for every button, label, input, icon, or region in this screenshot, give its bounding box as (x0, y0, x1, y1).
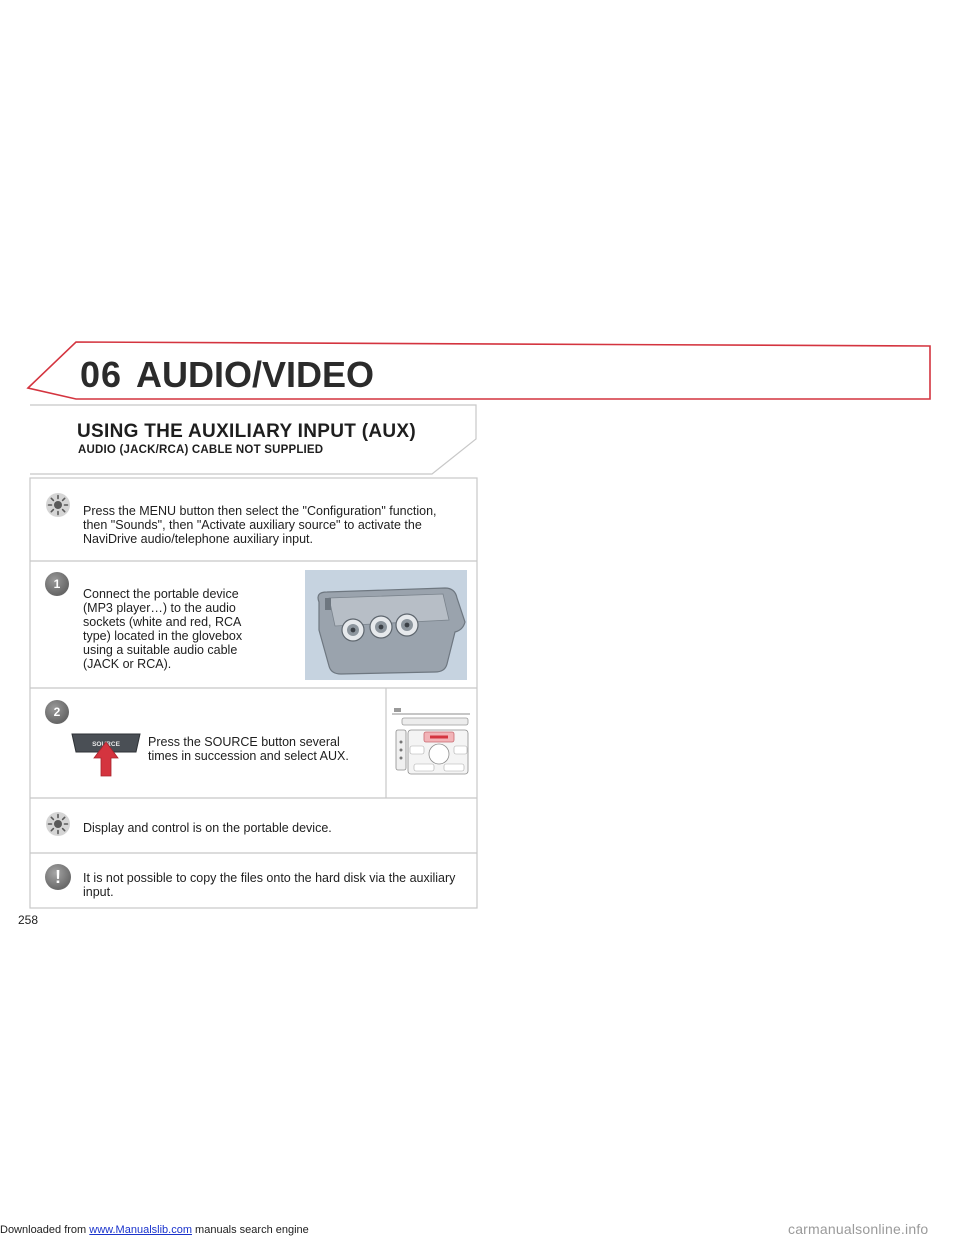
warning-line: input. (83, 885, 114, 899)
step2-line: Press the SOURCE button several (148, 735, 340, 749)
step-2-text: Press the SOURCE button several times in… (148, 735, 349, 763)
step-1-text: Connect the portable device (MP3 player…… (83, 587, 242, 671)
warning-line: It is not possible to copy the files ont… (83, 871, 456, 885)
warning-icon: ! (45, 864, 71, 890)
step1-line: using a suitable audio cable (83, 643, 238, 657)
chapter-number: 06 (80, 354, 123, 395)
footer-suffix: manuals search engine (195, 1224, 309, 1236)
section-title: USING THE AUXILIARY INPUT (AUX) (77, 421, 416, 442)
manualslib-link[interactable]: www.Manualslib.com (89, 1224, 192, 1236)
step1-line: sockets (white and red, RCA (83, 615, 242, 629)
step1-line: (MP3 player…) to the audio (83, 601, 236, 615)
watermark: carmanualsonline.info (788, 1221, 929, 1237)
source-button-icon[interactable]: SOURCE (68, 728, 144, 778)
sun-tip-icon (46, 493, 70, 517)
step1-line: type) located in the glovebox (83, 629, 243, 643)
tip1-line: then "Sounds", then "Activate auxiliary … (83, 518, 422, 532)
step2-line: times in succession and select AUX. (148, 749, 349, 763)
step1-line: (JACK or RCA). (83, 657, 172, 671)
footer-prefix: Downloaded from (0, 1224, 87, 1236)
download-footer: Downloaded from www.Manualslib.com manua… (0, 1224, 309, 1236)
warning-text: It is not possible to copy the files ont… (83, 871, 455, 899)
sun-tip-icon (46, 812, 70, 836)
tip1-line: Press the MENU button then select the "C… (83, 504, 437, 518)
step1-line: Connect the portable device (83, 587, 239, 601)
section-subtitle: AUDIO (JACK/RCA) CABLE NOT SUPPLIED (78, 444, 324, 456)
radio-panel-illustration (392, 706, 470, 778)
tip-portable-device-text: Display and control is on the portable d… (83, 821, 332, 835)
tip1-line: NaviDrive audio/telephone auxiliary inpu… (83, 532, 313, 546)
aux-sockets-illustration (305, 570, 467, 680)
step-2-badge: 2 (45, 700, 69, 724)
chapter-title: AUDIO/VIDEO (136, 354, 375, 395)
tip-configuration-text: Press the MENU button then select the "C… (83, 504, 437, 546)
page-number: 258 (18, 913, 39, 927)
step-1-badge: 1 (45, 572, 69, 596)
